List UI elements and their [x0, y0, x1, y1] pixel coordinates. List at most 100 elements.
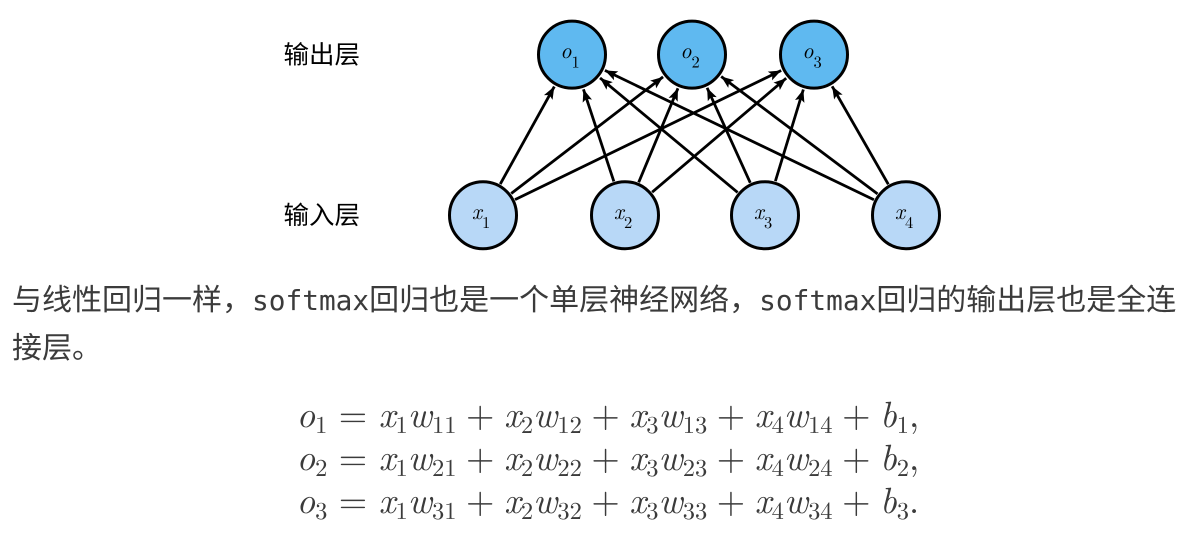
math-binary-operator: + [716, 472, 746, 525]
math-binary-operator: + [591, 472, 620, 525]
input-node-label: x2 [614, 195, 632, 233]
math-variable: x [629, 472, 647, 525]
math-variable: w [533, 386, 558, 439]
math-variable: w [407, 429, 433, 482]
math-variable: x [503, 386, 521, 439]
output-node-label-sub: 3 [814, 48, 822, 72]
equation-row-2: o2=x1w21+x2w22+x3w23+x4w24+b2, [297, 434, 920, 485]
paragraph-text-segment: 回归的输出层也是全连接层。 [12, 275, 1177, 368]
math-variable: w [533, 472, 558, 525]
inline-code-softmax: softmax [252, 284, 370, 318]
input-node-circle-2 [590, 180, 660, 251]
math-variable: x [629, 386, 647, 439]
math-subscript: 14 [808, 406, 833, 442]
math-binary-operator: + [716, 386, 746, 439]
math-variable: w [407, 472, 433, 525]
math-subscript: 1 [896, 406, 910, 442]
math-subscript: 4 [771, 492, 784, 528]
input-layer-label: 输入层 [284, 195, 361, 232]
input-node-label-base: x [472, 195, 484, 226]
math-binary-operator: + [466, 386, 495, 439]
math-subscript: 12 [557, 406, 582, 442]
equation-row-1: o1=x1w11+x2w12+x3w13+x4w14+b1, [297, 391, 920, 442]
math-subscript: 2 [520, 406, 534, 442]
math-binary-operator: + [842, 386, 871, 439]
paragraph-text-segment: 回归也是一个单层神经网络， [369, 275, 760, 320]
edge-arrow-x3-o3 [774, 89, 805, 182]
math-variable: x [754, 386, 772, 439]
math-variable: x [754, 429, 772, 482]
output-layer-label: 输出层 [284, 35, 361, 72]
math-subscript: 32 [557, 492, 582, 528]
math-variable: x [503, 472, 521, 525]
output-node-label: o2 [680, 34, 700, 72]
input-node-circle-4 [871, 180, 941, 251]
output-node-circle-2 [657, 19, 727, 90]
math-variable: w [783, 472, 809, 525]
math-punctuation: , [909, 429, 920, 482]
edge-arrow-x2-o3 [651, 77, 788, 194]
math-punctuation: , [909, 386, 920, 439]
math-subscript: 2 [520, 492, 534, 528]
input-node-label-base: x [754, 195, 766, 226]
input-node-label: x3 [754, 195, 772, 233]
output-node-label: o1 [560, 34, 580, 72]
math-subscript: 4 [771, 406, 784, 442]
math-punctuation: . [909, 472, 920, 525]
math-subscript: 13 [682, 406, 708, 442]
math-variable: x [754, 472, 772, 525]
math-subscript: 3 [896, 492, 910, 528]
math-variable: w [533, 429, 558, 482]
input-node-circle-3 [730, 180, 800, 251]
edge-arrow-x4-o3 [830, 85, 890, 186]
math-subscript: 21 [432, 449, 457, 485]
math-subscript: 31 [432, 492, 457, 528]
output-node-label-base: o [680, 34, 692, 65]
math-variable: o [296, 429, 316, 482]
edge-arrow-x1-o2 [510, 75, 664, 195]
input-node-label-sub: 3 [764, 209, 772, 233]
math-binary-operator: + [591, 386, 620, 439]
math-subscript: 1 [395, 406, 408, 442]
math-subscript: 1 [315, 406, 328, 442]
math-subscript: 3 [646, 492, 659, 528]
math-subscript: 3 [646, 406, 659, 442]
input-node-label-base: x [614, 195, 626, 226]
math-variable: o [296, 386, 316, 439]
math-subscript: 23 [682, 449, 708, 485]
input-node-circle-1 [448, 180, 518, 251]
math-binary-operator: + [842, 429, 871, 482]
output-node-label: o3 [802, 34, 822, 72]
math-binary-operator: + [716, 429, 746, 482]
input-node-label: x1 [472, 195, 490, 233]
math-variable: w [658, 386, 683, 439]
output-node-circle-3 [779, 19, 849, 90]
inline-code-softmax: softmax [759, 284, 877, 318]
edge-arrow-x4-o1 [604, 69, 875, 202]
output-node-label-sub: 2 [692, 48, 700, 72]
math-variable: w [783, 429, 809, 482]
equation-row-3: o3=x1w31+x2w32+x3w33+x4w34+b3. [297, 477, 920, 528]
math-relation-operator: = [338, 429, 368, 482]
math-variable: x [378, 429, 396, 482]
math-subscript: 24 [808, 449, 833, 485]
math-subscript: 34 [808, 492, 833, 528]
math-variable: x [503, 429, 521, 482]
math-subscript: 4 [771, 449, 784, 485]
output-node-label-base: o [802, 34, 814, 65]
edge-arrow-x3-o2 [705, 87, 752, 184]
output-node-label-sub: 1 [572, 48, 580, 72]
paragraph-text-segment: 与线性回归一样， [12, 275, 252, 320]
equation-block: o1=x1w11+x2w12+x3w13+x4w14+b1,o2=x1w21+x… [297, 391, 920, 528]
math-variable: b [879, 472, 897, 525]
math-subscript: 11 [432, 406, 457, 442]
math-subscript: 2 [315, 449, 328, 485]
math-binary-operator: + [466, 429, 495, 482]
math-variable: w [783, 386, 809, 439]
edge-arrow-x1-o1 [499, 85, 556, 185]
paragraph: 与线性回归一样，softmax回归也是一个单层神经网络，softmax回归的输出… [0, 275, 1180, 368]
math-variable: w [658, 429, 683, 482]
math-subscript: 1 [395, 449, 408, 485]
math-variable: b [879, 386, 897, 439]
